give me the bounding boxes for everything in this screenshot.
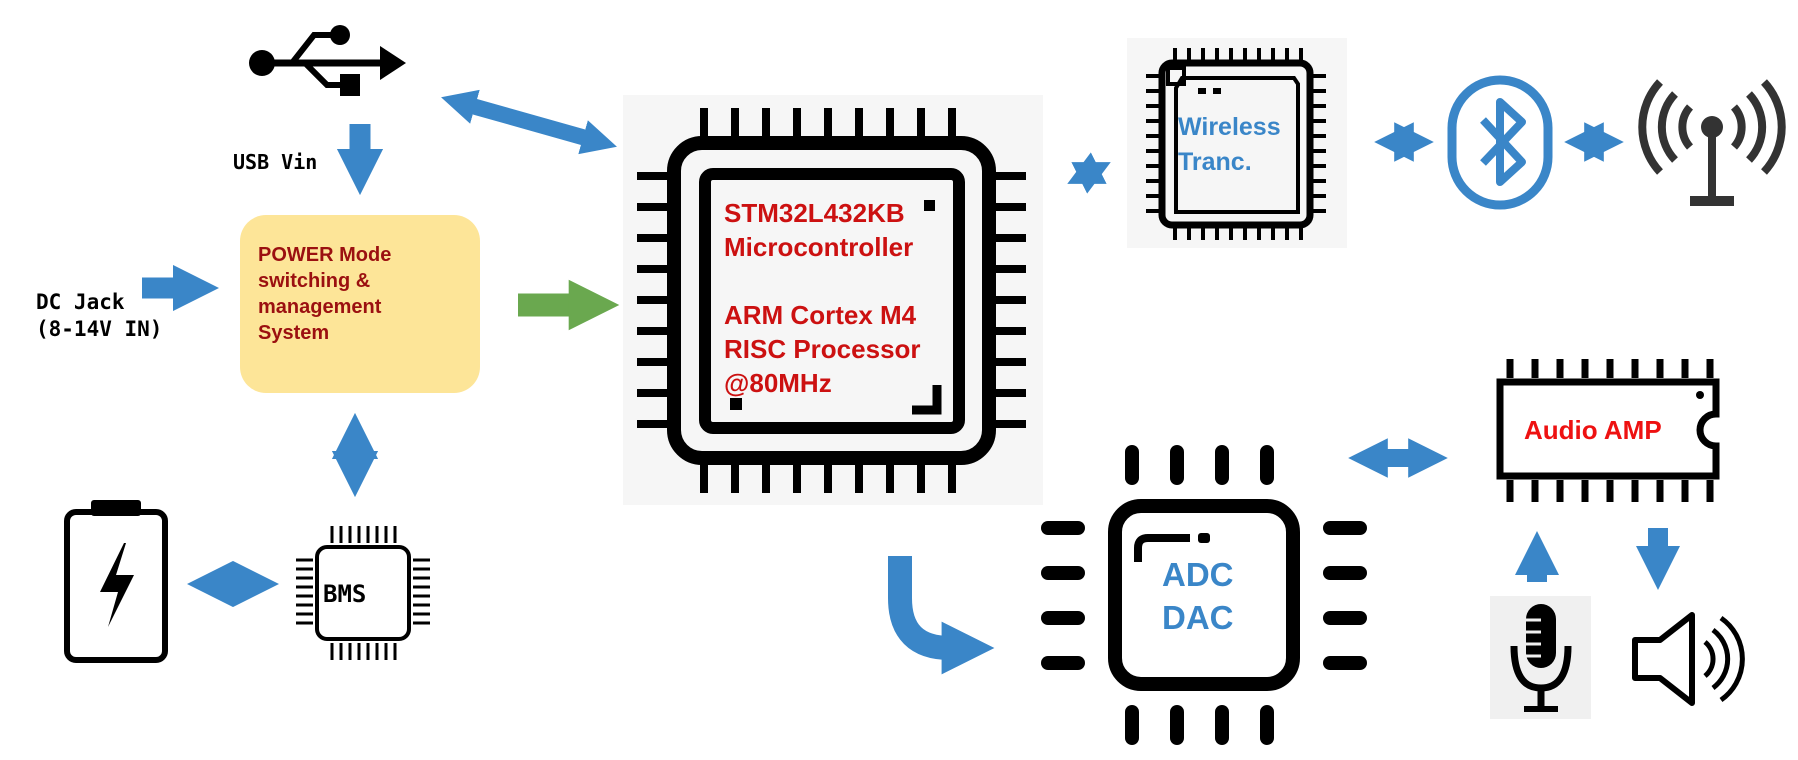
bms-chip-icon <box>296 526 430 660</box>
usb-icon <box>249 25 406 96</box>
battery-icon <box>64 500 168 663</box>
microcontroller-chip-icon <box>623 95 1043 505</box>
adc-dac-chip-icon <box>1041 445 1367 745</box>
usb-vin-label: USB Vin <box>233 150 318 174</box>
bms-label: BMS <box>323 580 367 608</box>
microcontroller-label: STM32L432KB Microcontroller ARM Cortex M… <box>724 198 921 398</box>
wireless-label: Wireless Tranc. <box>1178 113 1281 176</box>
adc-dac-label: ADC DAC <box>1162 556 1234 636</box>
microphone-icon <box>1490 596 1591 719</box>
arrow-mcu-to-adc <box>888 556 995 675</box>
arrows <box>142 89 1681 675</box>
dc-jack-label: DC Jack (8-14V IN) <box>36 290 163 341</box>
power-management-block <box>240 215 480 393</box>
speaker-icon <box>1632 612 1745 706</box>
audio-amp-chip-icon <box>1496 359 1720 502</box>
antenna-icon <box>1638 79 1786 206</box>
power-block-label: POWER Mode switching & management System <box>258 244 392 344</box>
arrow-usb-mcu <box>441 89 617 155</box>
bluetooth-icon <box>1447 75 1553 210</box>
wireless-chip-icon <box>1127 38 1347 248</box>
audio-amp-label: Audio AMP <box>1524 415 1662 445</box>
arrow-mcu-wireless <box>1067 152 1111 194</box>
